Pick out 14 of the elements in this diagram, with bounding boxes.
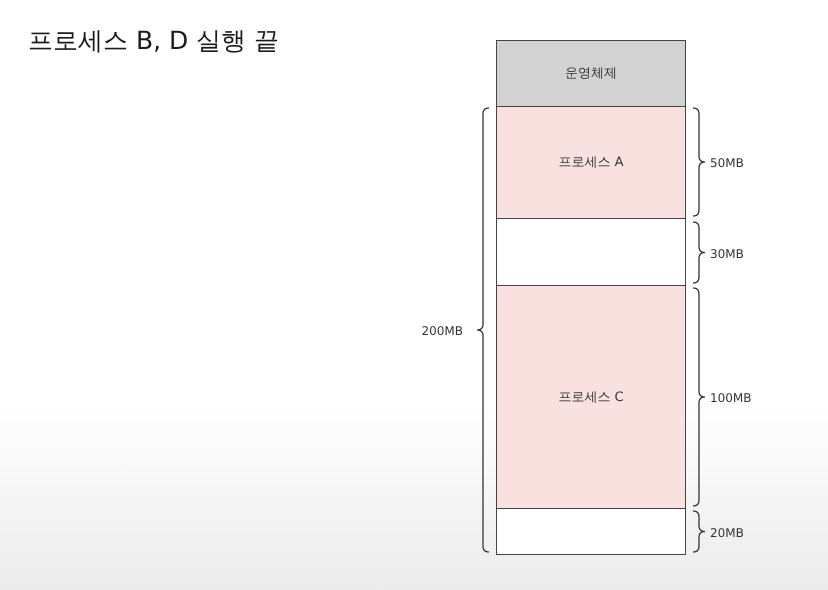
dimension-label: 20MB — [710, 524, 744, 542]
dimension-label: 30MB — [710, 246, 744, 262]
block-label: 프로세스 C — [558, 388, 624, 406]
free-memory-block — [496, 508, 686, 554]
title: 프로세스 B, D 실행 끝 — [28, 25, 280, 57]
dimension-label: 200MB — [420, 323, 463, 340]
dimension-label: 100MB — [710, 390, 752, 407]
block-label: 운영체제 — [565, 65, 617, 83]
memory-block — [496, 40, 686, 108]
free-memory-block — [496, 218, 686, 286]
block-label: 프로세스 A — [558, 154, 624, 172]
memory-block — [496, 285, 686, 510]
memory-block — [496, 106, 686, 220]
dimension-label: 50MB — [710, 155, 744, 172]
